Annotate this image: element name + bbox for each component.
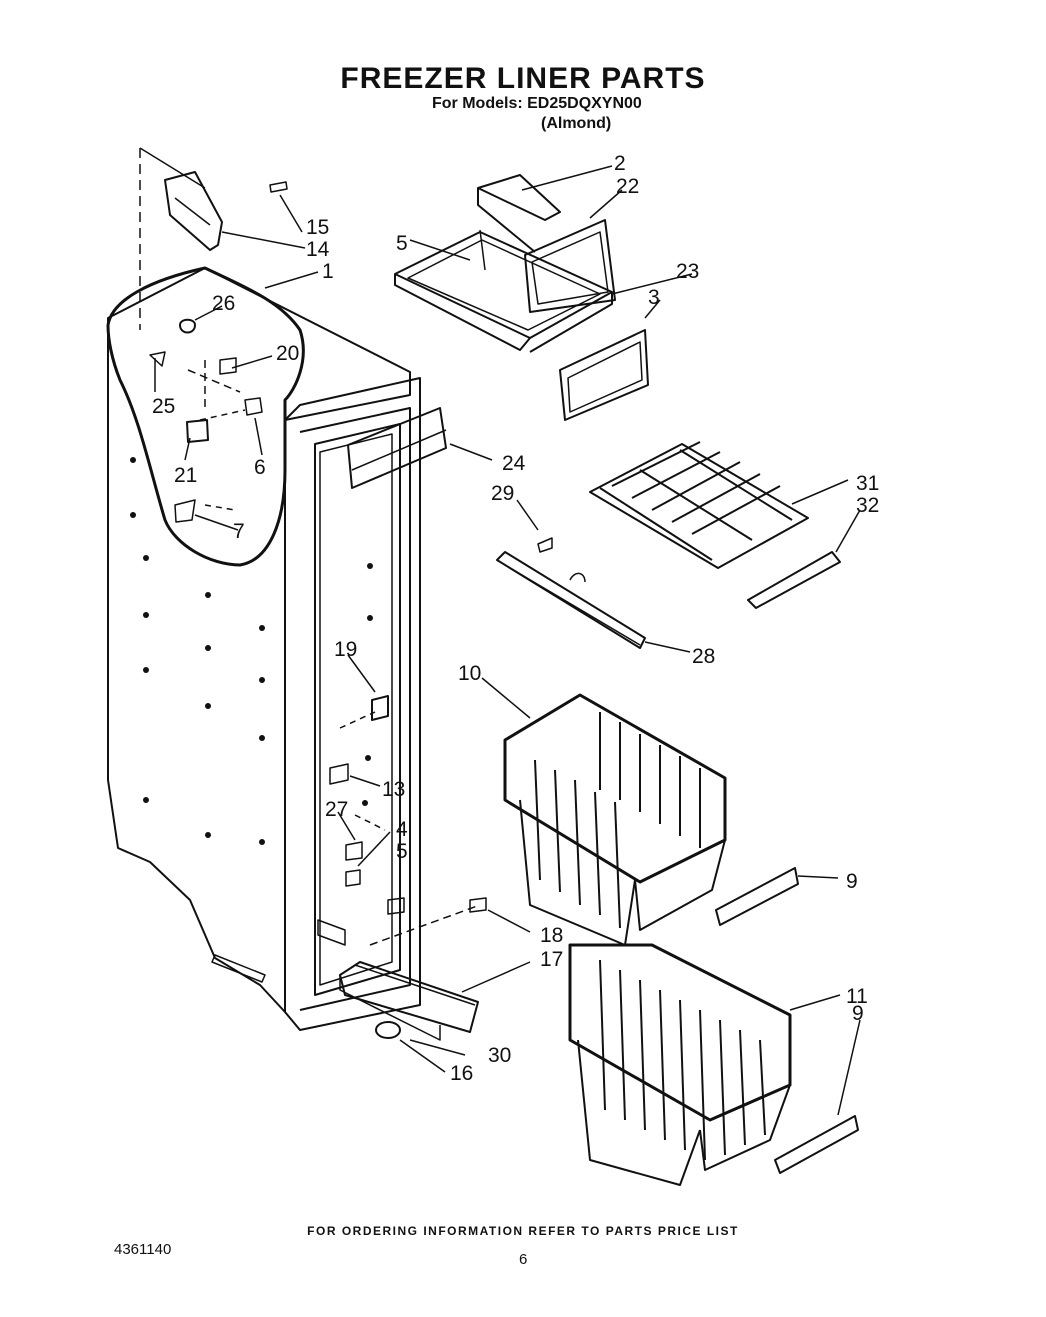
page-title: FREEZER LINER PARTS (340, 62, 706, 95)
callout-label: 26 (212, 292, 235, 315)
callout-label: 9 (852, 1002, 864, 1025)
callout-label: 21 (174, 464, 197, 487)
callout-label: 30 (488, 1044, 511, 1067)
callout-label: 5 (396, 232, 408, 255)
freezer-basket-illustration (503, 693, 859, 1186)
ice-tray-assembly-illustration (394, 174, 649, 421)
callout-label: 7 (233, 520, 245, 543)
callout-label: 22 (616, 175, 639, 198)
callout-label: 23 (676, 260, 699, 283)
callout-label: 2 (614, 152, 626, 175)
callout-label: 3 (648, 286, 660, 309)
callout-label: 17 (540, 948, 563, 971)
ordering-note: FOR ORDERING INFORMATION REFER TO PARTS … (307, 1224, 739, 1238)
callout-label: 15 (306, 216, 329, 239)
callout-label: 32 (856, 494, 879, 517)
freezer-liner-illustration (106, 147, 487, 1041)
callout-label: 5 (396, 840, 408, 863)
callout-label: 1 (322, 260, 334, 283)
model-variant: (Almond) (541, 115, 612, 132)
callout-label: 9 (846, 870, 858, 893)
callout-label: 16 (450, 1062, 473, 1085)
callout-label: 28 (692, 645, 715, 668)
callout-label: 4 (396, 818, 408, 841)
callout-label: 27 (325, 798, 348, 821)
leader-lines (154, 165, 861, 1116)
callout-label: 14 (306, 238, 330, 261)
wire-shelf-illustration (496, 441, 841, 649)
callout-label: 10 (458, 662, 481, 685)
callout-label: 25 (152, 395, 175, 418)
callout-label: 11 (846, 985, 868, 1008)
callout-labels: 2 22 5 23 3 15 14 1 26 20 25 6 21 7 24 2… (152, 152, 879, 1085)
document-number: 4361140 (114, 1241, 172, 1258)
callout-label: 13 (382, 778, 405, 801)
callout-label: 20 (276, 342, 299, 365)
model-number: For Models: ED25DQXYN00 (432, 95, 642, 112)
callout-label: 24 (502, 452, 526, 475)
callout-label: 18 (540, 924, 563, 947)
callout-label: 31 (856, 472, 879, 495)
page-number: 6 (519, 1251, 528, 1268)
callout-label: 29 (491, 482, 514, 505)
callout-label: 6 (254, 456, 266, 479)
callout-label: 19 (334, 638, 357, 661)
